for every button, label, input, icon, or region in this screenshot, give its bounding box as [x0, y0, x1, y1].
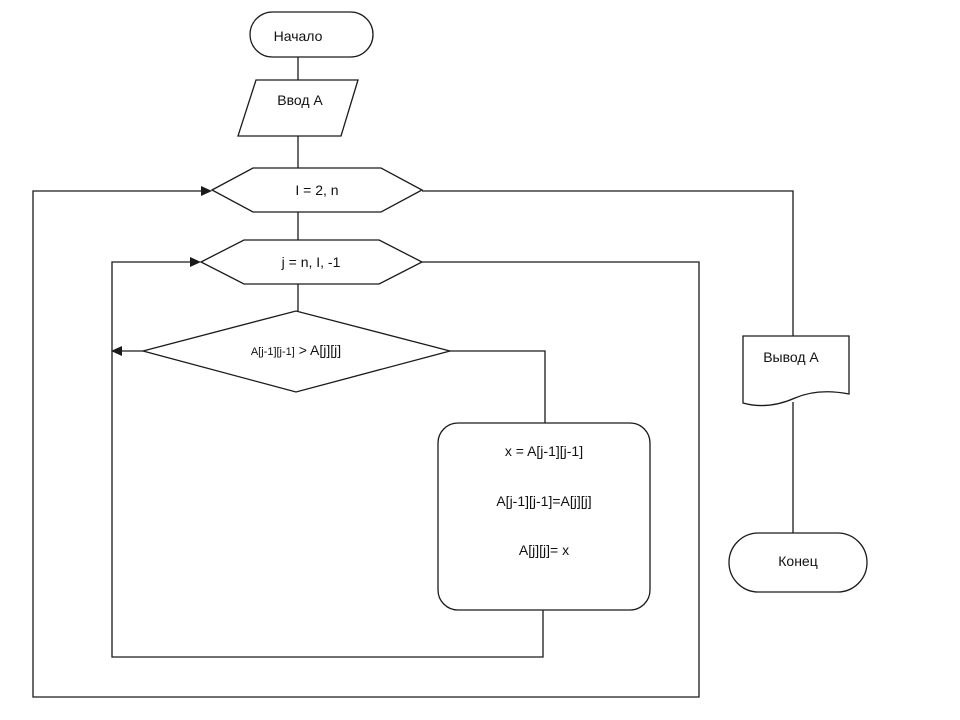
- condition-label: A[j-1][j-1] > A[j][j]: [251, 342, 341, 358]
- inner-loop-label: j = n, I, -1: [281, 254, 341, 270]
- swap-shape: [437, 422, 651, 611]
- arrow-into-inner-loop: [190, 257, 201, 267]
- edge-outerloop-output: [422, 190, 794, 336]
- swap-block: x = A[j-1][j-1] A[j-1][j-1]=A[j][j] A[j]…: [437, 422, 651, 611]
- arrow-condition-false: [111, 346, 122, 356]
- end-label: Конец: [778, 553, 817, 569]
- inner-loop-shape: [199, 239, 424, 285]
- input-block: Ввод А: [237, 79, 359, 137]
- inner-loop-block: j = n, I, -1: [199, 239, 424, 285]
- arrow-into-outer-loop: [201, 186, 212, 196]
- output-label: Вывод А: [763, 349, 819, 365]
- outer-loop-block: I = 2, n: [210, 167, 424, 213]
- outer-loop-label: I = 2, n: [295, 182, 338, 198]
- edge-condition-swap: [450, 350, 546, 423]
- condition-left-operand: A[j-1][j-1]: [251, 346, 295, 358]
- output-block: Вывод А: [742, 335, 850, 407]
- end-shape: [728, 532, 868, 593]
- swap-line-1: x = A[j-1][j-1]: [505, 443, 583, 459]
- outer-loop-shape: [210, 167, 424, 213]
- swap-line-3: A[j][j]= x: [519, 542, 569, 558]
- input-shape: [237, 79, 359, 137]
- start-shape: [249, 11, 374, 58]
- arrowheads: [111, 186, 212, 356]
- output-shape: [742, 335, 850, 407]
- swap-line-2: A[j-1][j-1]=A[j][j]: [496, 493, 591, 509]
- input-label: Ввод А: [277, 92, 323, 108]
- connector-lines: [32, 57, 794, 698]
- condition-block: A[j-1][j-1] > A[j][j]: [140, 310, 453, 393]
- end-terminator: Конец: [728, 532, 868, 593]
- condition-right-operand: > A[j][j]: [299, 342, 341, 358]
- condition-shape: [140, 310, 453, 393]
- edge-swap-innerloop: [111, 261, 544, 658]
- start-terminator: Начало: [249, 11, 374, 58]
- start-label: Начало: [274, 28, 323, 44]
- edge-innerloop-outerloop: [32, 190, 700, 698]
